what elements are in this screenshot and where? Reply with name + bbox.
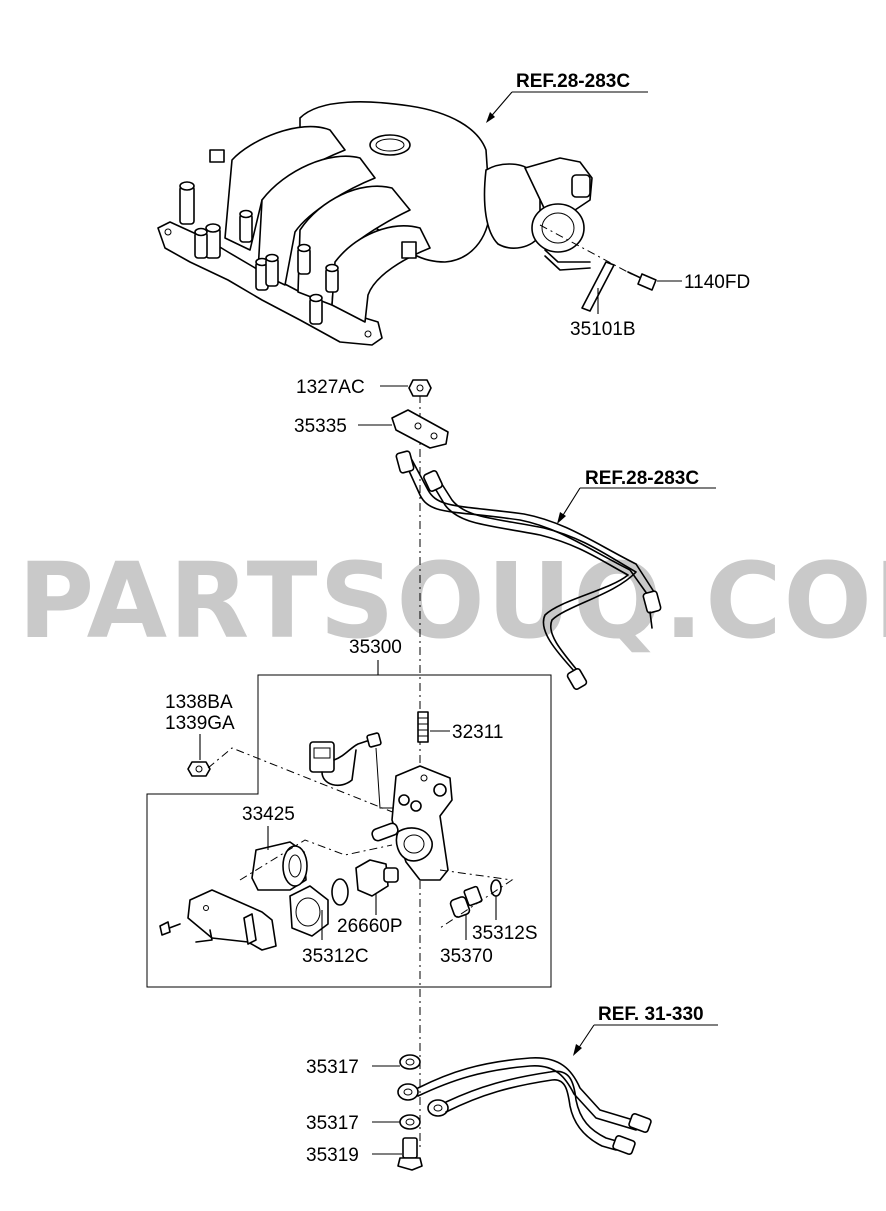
centerline-33425 (239, 839, 393, 881)
stud-32311-illustration (417, 711, 429, 743)
part-label-33425[interactable]: 33425 (242, 804, 295, 825)
part-label-35300[interactable]: 35300 (349, 637, 402, 658)
bracket-35335-illustration (391, 409, 449, 449)
ref-arrow-2 (557, 512, 566, 524)
ref-label-lower-pipe[interactable]: REF. 31-330 (598, 1004, 704, 1025)
valve-26660p-illustration (355, 859, 399, 897)
washer-35317-upper-illustration (399, 1054, 421, 1070)
sensor-35370-illustration (449, 879, 502, 918)
connector-leader (375, 747, 398, 809)
ref-arrow-1 (486, 112, 495, 123)
sensor-33425-illustration (251, 841, 308, 891)
part-label-1327ac[interactable]: 1327AC (296, 377, 365, 398)
nut-1338ba-illustration (187, 761, 211, 777)
ref-label-upper-hose[interactable]: REF.28-283C (585, 468, 699, 489)
motor-35312c-illustration (289, 878, 349, 937)
ref-arrow-3 (573, 1044, 582, 1056)
part-label-35312c[interactable]: 35312C (302, 946, 369, 967)
centerline-35370 (439, 869, 514, 929)
part-label-1339ga[interactable]: 1339GA (165, 713, 235, 734)
centerline-1338ba (207, 747, 401, 816)
bolt-1140fd-illustration (627, 271, 657, 291)
nut-1327ac-illustration (408, 379, 432, 397)
bolt-35319-illustration (397, 1137, 423, 1171)
bracket-plate-illustration (159, 889, 277, 951)
ref-label-intake-manifold[interactable]: REF.28-283C (516, 71, 630, 92)
part-label-35319[interactable]: 35319 (306, 1145, 359, 1166)
upper-hose-assembly-illustration (395, 450, 662, 690)
part-label-35101b[interactable]: 35101B (570, 319, 636, 340)
assembly-box-35300 (146, 674, 552, 988)
connector-harness-illustration (309, 732, 382, 787)
valve-housing-illustration (371, 765, 453, 881)
part-label-35370[interactable]: 35370 (440, 946, 493, 967)
watermark: PARTSOUQ.COM (18, 540, 886, 662)
part-label-1338ba[interactable]: 1338BA (165, 692, 233, 713)
part-label-26660p[interactable]: 26660P (337, 916, 403, 937)
washer-35317-lower-illustration (399, 1114, 421, 1130)
lower-pipe-assembly-illustration (397, 1057, 652, 1155)
part-label-35312s[interactable]: 35312S (472, 923, 538, 944)
part-label-32311[interactable]: 32311 (452, 722, 503, 743)
part-label-1140fd[interactable]: 1140FD (684, 272, 750, 293)
part-label-35335[interactable]: 35335 (294, 416, 347, 437)
part-label-35317-upper[interactable]: 35317 (306, 1057, 359, 1078)
part-label-35317-lower[interactable]: 35317 (306, 1113, 359, 1134)
intake-manifold-illustration (157, 101, 593, 346)
